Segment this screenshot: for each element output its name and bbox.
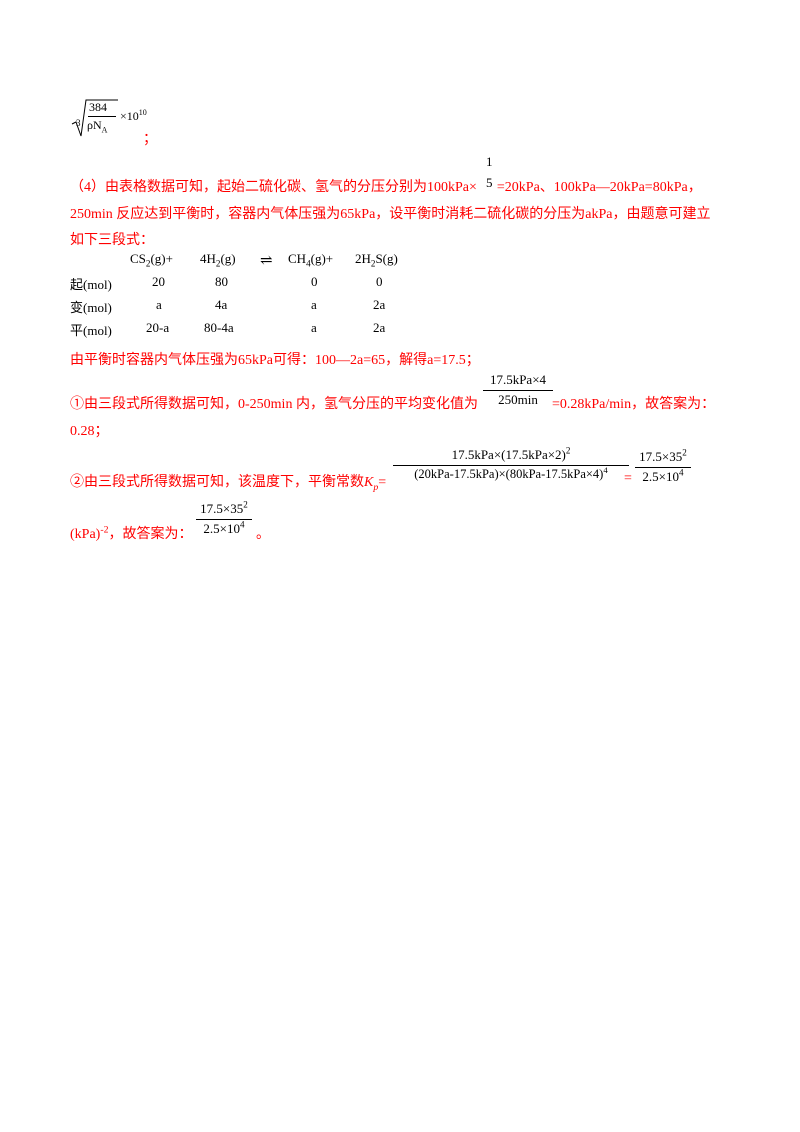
cell-h2: 80 [215, 274, 228, 289]
root-index: 3 [76, 118, 81, 128]
q1-line2: 0.28； [70, 424, 109, 439]
row-label: 平(mol) [70, 323, 112, 338]
p4-line3: 如下三段式： [70, 233, 154, 248]
cube-root-expression: 3 384 ρNA ×1010 [70, 96, 170, 140]
row-label: 起(mol) [70, 277, 112, 292]
q2-small-den: 2.5×104 [635, 467, 691, 485]
p4-frac-num: 1 [486, 154, 493, 169]
reactant-cs2: CS2(g)+ [130, 251, 173, 269]
q2-big-num: 17.5kPa×(17.5kPa×2)2 [451, 445, 571, 462]
q2-ans-num: 17.5×352 [200, 499, 248, 516]
p4-frac-den: 5 [486, 175, 493, 190]
three-stage-table: 起(mol) 20 80 0 0 变(mol) a 4a a 2a 平(mol)… [70, 274, 430, 344]
cell-h2s: 0 [376, 274, 383, 289]
cell-cs2: a [156, 297, 162, 312]
q2-text: ②由三段式所得数据可知，该温度下，平衡常数Kp= [70, 471, 387, 493]
q2-answer-line: (kPa)-2，故答案为： [70, 523, 193, 543]
cell-ch4: a [311, 320, 317, 335]
reactant-h2: 4H2(g) [200, 251, 236, 269]
radical-sign [71, 99, 118, 137]
q2-period: 。 [256, 527, 270, 542]
q2-equals-2: = [624, 471, 632, 486]
p4-line2: 250min 反应达到平衡时，容器内气体压强为65kPa，设平衡时消耗二硫化碳的… [70, 207, 711, 222]
product-h2s: 2H2S(g) [355, 251, 398, 269]
q2-ans-den: 2.5×104 [196, 519, 252, 537]
reaction-equation: CS2(g)+ 4H2(g) ⇌ CH4(g)+ 2H2S(g) [130, 251, 430, 273]
q2-small-fraction: 17.5×352 2.5×104 [635, 447, 691, 485]
root-numerator: 384 [89, 100, 107, 114]
cell-cs2: 20 [152, 274, 165, 289]
p4-line1-text-a: （4）由表格数据可知，起始二硫化碳、氢气的分压分别为100kPa× [70, 180, 477, 195]
q2-text-a: ②由三段式所得数据可知，该温度下，平衡常数 [70, 475, 364, 490]
root-multiplier: ×1010 [120, 108, 147, 124]
kp-symbol: Kp [364, 475, 379, 493]
cell-h2: 80-4a [204, 320, 234, 335]
q2-equals: = [378, 475, 387, 490]
cell-cs2: 20-a [146, 320, 170, 335]
root-denominator: ρNA [87, 118, 108, 135]
row-label: 变(mol) [70, 300, 112, 315]
q1-frac-den: 250min [483, 390, 553, 408]
q2-big-den: (20kPa-17.5kPa)×(80kPa-17.5kPa×4)4 [393, 465, 629, 482]
q2-big-fraction: 17.5kPa×(17.5kPa×2)2 (20kPa-17.5kPa)×(80… [393, 445, 629, 482]
cell-h2s: 2a [373, 320, 386, 335]
equilibrium-arrow: ⇌ [260, 253, 273, 269]
root-fraction-bar [88, 116, 116, 117]
cell-h2: 4a [215, 297, 228, 312]
balance-line: 由平衡时容器内气体压强为65kPa可得：100—2a=65，解得a=17.5； [70, 353, 480, 368]
cell-ch4: a [311, 297, 317, 312]
q1-text-a: ①由三段式所得数据可知，0-250min 内，氢气分压的平均变化值为 [70, 397, 478, 412]
q1-frac-num: 17.5kPa×4 [489, 372, 547, 387]
product-ch4: CH4(g)+ [288, 251, 334, 269]
q2-answer-fraction: 17.5×352 2.5×104 [196, 499, 252, 537]
cell-ch4: 0 [311, 274, 318, 289]
p4-line1-text-b: =20kPa、100kPa—20kPa=80kPa， [496, 180, 702, 195]
q1-fraction: 17.5kPa×4 250min [483, 372, 553, 408]
root-semicolon: ； [143, 132, 157, 147]
q2-answer-lead: ，故答案为： [108, 527, 193, 542]
q1-text-b: =0.28kPa/min，故答案为： [552, 397, 716, 412]
p4-line1: （4）由表格数据可知，起始二硫化碳、氢气的分压分别为100kPa× =20kPa、… [70, 176, 702, 196]
q2-small-num: 17.5×352 [639, 447, 687, 464]
cell-h2s: 2a [373, 297, 386, 312]
kpa-unit: (kPa)-2 [70, 524, 109, 542]
